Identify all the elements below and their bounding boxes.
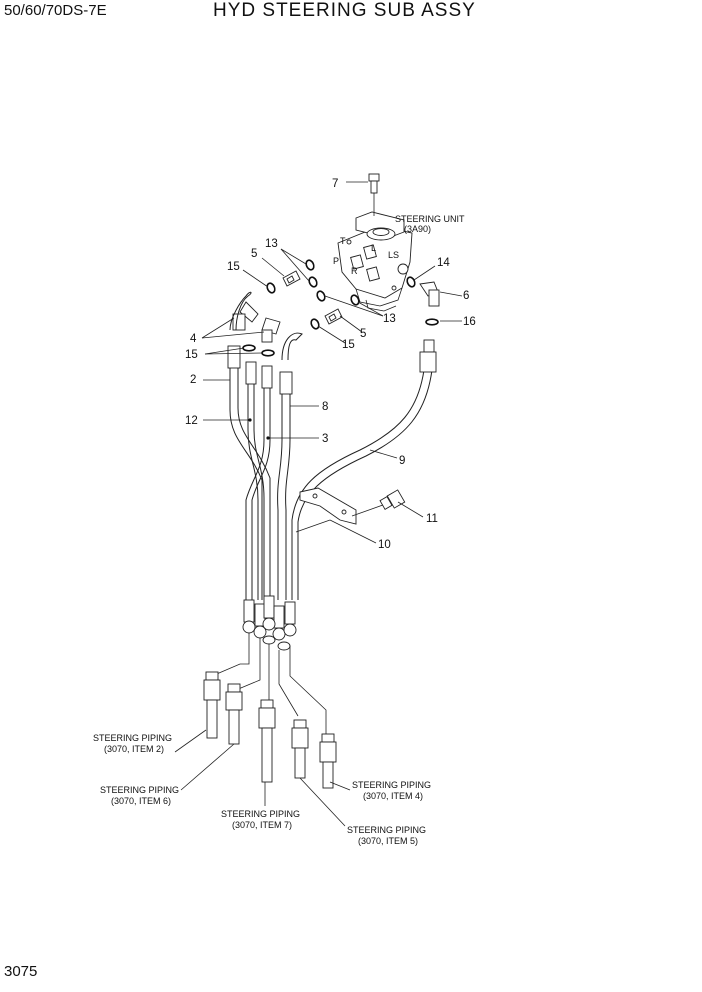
piping-item4-label-line1: STEERING PIPING bbox=[352, 780, 431, 790]
piping-item7-label-line1: STEERING PIPING bbox=[221, 809, 300, 819]
callout-11: 11 bbox=[426, 513, 438, 525]
port-p-label: P bbox=[333, 256, 339, 266]
hose-3-dot bbox=[266, 436, 270, 440]
callout-13-upper: 13 bbox=[265, 238, 278, 250]
piping-item5-label-line2: (3070, ITEM 5) bbox=[358, 836, 418, 846]
hoses bbox=[227, 291, 437, 651]
callout-10: 10 bbox=[378, 539, 391, 551]
callout-leaders bbox=[174, 248, 463, 827]
callout-15-lower: 15 bbox=[185, 349, 198, 361]
piping-item6-label-line1: STEERING PIPING bbox=[100, 785, 179, 795]
hose-clamp bbox=[299, 487, 406, 525]
port-t-label: T bbox=[340, 236, 346, 246]
bolt-7 bbox=[346, 173, 380, 216]
callout-2: 2 bbox=[190, 374, 196, 386]
steering-piping-ends bbox=[203, 671, 337, 789]
callout-7: 7 bbox=[332, 178, 338, 190]
hose-12-dot bbox=[248, 418, 252, 422]
callout-15-upper: 15 bbox=[227, 261, 240, 273]
steering-unit bbox=[337, 211, 413, 312]
port-r-label: R bbox=[351, 266, 358, 276]
connector-fittings bbox=[232, 270, 440, 343]
callout-3: 3 bbox=[322, 433, 328, 445]
callout-15-middle: 15 bbox=[342, 339, 355, 351]
port-ls-label: LS bbox=[388, 250, 399, 260]
page-number: 3075 bbox=[4, 963, 38, 980]
steering-unit-label-line1: STEERING UNIT bbox=[395, 214, 465, 224]
callout-9: 9 bbox=[399, 455, 405, 467]
callout-12: 12 bbox=[185, 415, 198, 427]
piping-item2-label-line2: (3070, ITEM 2) bbox=[104, 744, 164, 754]
callout-8: 8 bbox=[322, 401, 328, 413]
piping-item5-label-line1: STEERING PIPING bbox=[347, 825, 426, 835]
piping-item6-label-line2: (3070, ITEM 6) bbox=[111, 796, 171, 806]
piping-item7-label-line2: (3070, ITEM 7) bbox=[232, 820, 292, 830]
piping-item2-label-line1: STEERING PIPING bbox=[93, 733, 172, 743]
callout-5-upper: 5 bbox=[251, 248, 257, 260]
piping-item4-label-line2: (3070, ITEM 4) bbox=[363, 791, 423, 801]
callout-16: 16 bbox=[463, 316, 476, 328]
steering-unit-label-line2: (3A90) bbox=[404, 224, 431, 234]
piping-connection-lines bbox=[211, 633, 327, 734]
callout-6: 6 bbox=[463, 290, 469, 302]
model-code: 50/60/70DS-7E bbox=[4, 2, 107, 19]
port-l-label: L bbox=[371, 243, 376, 253]
callout-4: 4 bbox=[190, 333, 197, 345]
page-title: HYD STEERING SUB ASSY bbox=[213, 0, 476, 21]
callout-13-lower: 13 bbox=[383, 313, 396, 325]
callout-14: 14 bbox=[437, 257, 450, 269]
callout-5-lower: 5 bbox=[360, 328, 366, 340]
